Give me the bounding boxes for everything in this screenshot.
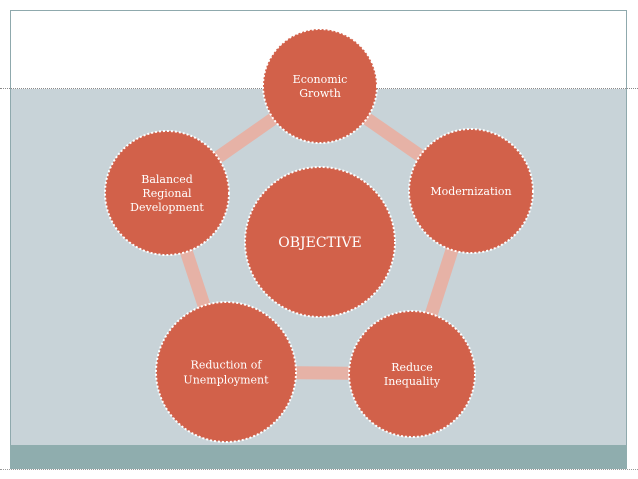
objective-nodes: EconomicGrowthModernizationReduceInequal… — [104, 28, 534, 443]
node-circle — [155, 301, 297, 443]
node-modernization: Modernization — [408, 128, 534, 254]
node-label-line: Unemployment — [183, 374, 269, 387]
node-label-line: Growth — [299, 87, 341, 100]
center-circle — [244, 166, 396, 318]
node-label-line: Modernization — [430, 185, 511, 198]
node-label-line: Reduction of — [191, 359, 263, 372]
node-circle — [408, 128, 534, 254]
node-label-line: Reduce — [391, 361, 433, 374]
node-reduction-of-unemployment: Reduction of Unemployment — [155, 301, 297, 443]
node-label-line: Economic — [293, 73, 348, 86]
center-objective: OBJECTIVE — [244, 166, 396, 318]
node-circle — [348, 310, 476, 438]
node-label-line: Inequality — [384, 375, 441, 388]
node-label-line: Development — [130, 201, 204, 214]
node-label-line: Balanced — [141, 173, 193, 186]
bottom-divider — [0, 469, 638, 470]
footer-band — [10, 445, 627, 469]
node-label-line: Regional — [142, 187, 192, 200]
center-label: OBJECTIVE — [278, 235, 362, 251]
node-circle — [262, 28, 378, 144]
node-circle — [104, 130, 230, 256]
